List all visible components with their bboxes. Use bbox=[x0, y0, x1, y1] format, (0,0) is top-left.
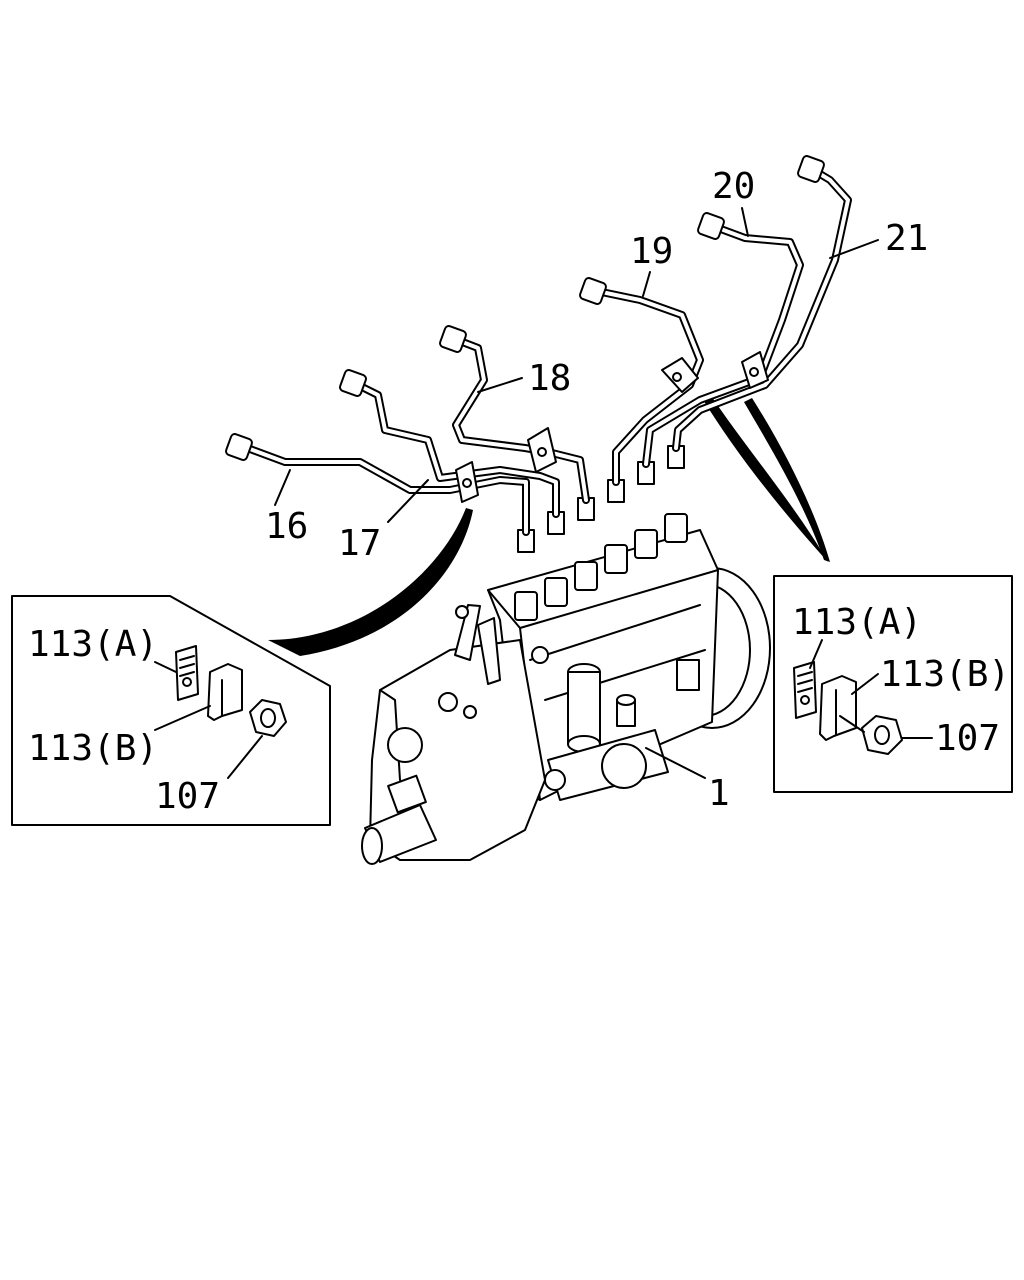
callout-wedge-left bbox=[268, 508, 473, 656]
detail-box-right bbox=[773, 575, 1013, 793]
label-pipe-16: 16 bbox=[265, 506, 308, 547]
right-label-113b: 113(B) bbox=[880, 654, 1010, 695]
left-label-107: 107 bbox=[155, 776, 220, 817]
detail-box-left bbox=[11, 595, 331, 826]
label-pipe-17: 17 bbox=[338, 523, 381, 564]
pipe-clamps-assembly bbox=[455, 351, 769, 503]
detail-right-parts bbox=[793, 639, 933, 755]
injection-pipes bbox=[238, 164, 852, 536]
label-injection-pump: 1 bbox=[708, 773, 730, 814]
left-label-113b: 113(B) bbox=[28, 728, 158, 769]
label-pipe-19: 19 bbox=[630, 231, 673, 272]
injection-pump bbox=[361, 529, 771, 865]
callout-wedge-right-a bbox=[702, 394, 828, 562]
label-pipe-18: 18 bbox=[528, 358, 571, 399]
left-label-113a: 113(A) bbox=[28, 624, 158, 665]
right-label-113a: 113(A) bbox=[792, 602, 922, 643]
detail-left-parts bbox=[154, 645, 287, 779]
leader-lines bbox=[274, 207, 879, 779]
pipe-end-nuts bbox=[225, 155, 825, 461]
label-pipe-20: 20 bbox=[712, 166, 755, 207]
right-label-107: 107 bbox=[935, 718, 1000, 759]
callout-wedge-right-b bbox=[744, 398, 830, 562]
label-pipe-21: 21 bbox=[885, 218, 928, 259]
